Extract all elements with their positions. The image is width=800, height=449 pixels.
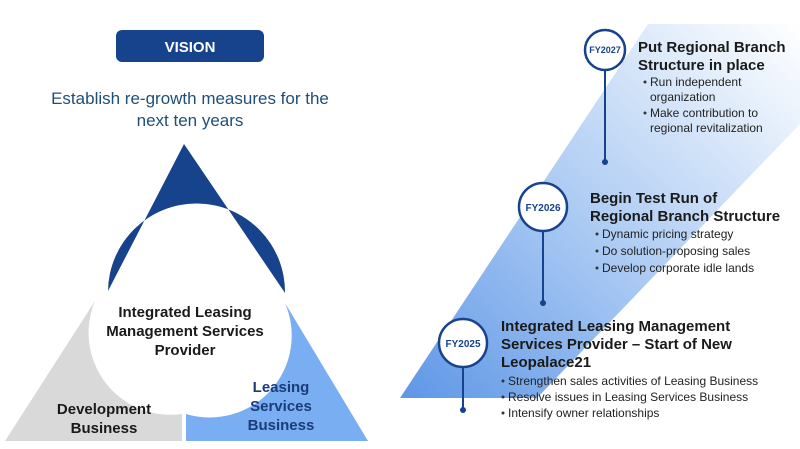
bullet-dot [643,111,647,115]
leasing-services-label-line3: Business [248,417,315,434]
business-triangle: Leasing Business Integrated Leasing Mana… [5,144,368,441]
bullet-dot [595,232,599,236]
vision-section: VISION Establish re-growth measures for … [51,30,329,130]
milestone-bullet: Make contribution to [650,106,758,120]
milestone-bullet: Develop corporate idle lands [602,261,754,275]
milestone-title-line2: Services Provider – Start of New [501,336,732,353]
bullet-dot [501,411,505,415]
vision-badge [116,30,264,62]
development-business-label-line1: Development [57,401,151,418]
milestone-title-line1: Begin Test Run of [590,190,718,207]
segment-leasing-business [108,144,286,293]
segment-leasing-services-business [186,303,368,441]
center-label-line1: Integrated Leasing [118,304,251,321]
center-label-line2: Management Services [106,323,264,340]
milestone-bullet: regional revitalization [650,121,763,135]
milestone-bullet: Resolve issues in Leasing Services Busin… [508,390,748,404]
milestone-bullet: Dynamic pricing strategy [602,227,733,241]
milestone-fy2026: FY2026 Begin Test Run of Regional Branch… [517,181,780,306]
bullet-dot [643,80,647,84]
milestone-year: FY2026 [525,203,560,214]
development-business-label-line2: Business [71,420,138,437]
leasing-services-label-line1: Leasing [253,379,310,396]
bullet-dot [595,266,599,270]
milestone-fy2025: FY2025 Integrated Leasing Management Ser… [437,317,758,420]
milestone-bullet: organization [650,90,715,104]
milestone-stem-dot [602,159,608,165]
milestone-year: FY2025 [445,339,480,350]
milestone-fy2027: FY2027 Put Regional Branch Structure in … [583,28,786,165]
bullet-dot [595,249,599,253]
vision-statement-line2: next ten years [137,111,244,130]
milestone-year-circle [437,317,489,369]
milestone-bullet: Strengthen sales activities of Leasing B… [508,374,758,388]
milestone-title-line2: Regional Branch Structure [590,208,780,225]
roadmap: FY2027 Put Regional Branch Structure in … [400,24,800,420]
leasing-business-label-line2: Business [154,238,225,255]
vision-label: VISION [165,39,216,56]
bullet-dot [501,379,505,383]
milestone-year-circle [517,181,569,233]
milestone-bullet: Run independent [650,75,742,89]
milestone-year: FY2027 [589,45,621,55]
leasing-services-label-line2: Services [250,398,312,415]
bullet-dot [501,395,505,399]
milestone-title-line1: Integrated Leasing Management [501,318,730,335]
milestone-title-line3: Leopalace21 [501,354,591,371]
growth-arrow-band [400,24,800,398]
milestone-stem-dot [540,300,546,306]
vision-statement-line1: Establish re-growth measures for the [51,89,329,108]
milestone-bullet: Do solution-proposing sales [602,244,750,258]
milestone-year-circle [583,28,627,72]
center-label-line3: Provider [155,342,216,359]
milestone-title-line1: Put Regional Branch [638,39,786,56]
segment-development-business [5,301,182,441]
milestone-title-line2: Structure in place [638,57,765,74]
milestone-stem-dot [460,407,466,413]
milestone-bullet: Intensify owner relationships [508,406,659,420]
leasing-business-label-line1: Leasing [160,218,220,235]
